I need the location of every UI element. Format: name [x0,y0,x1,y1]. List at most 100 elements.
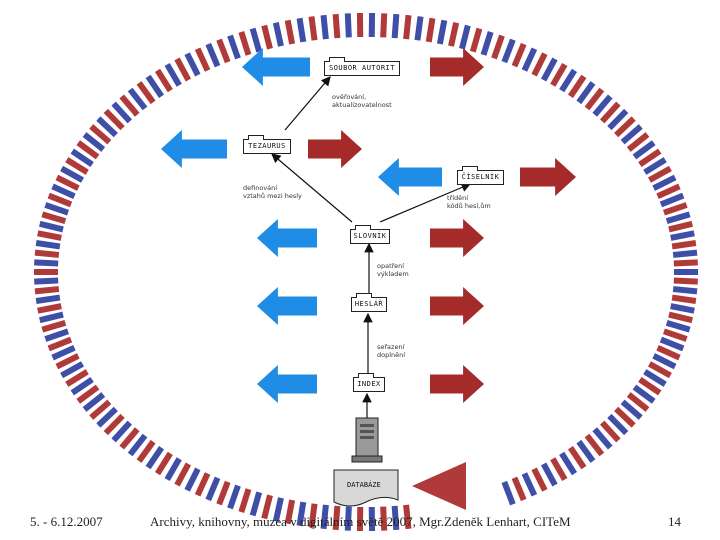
ring-stripe [332,13,341,39]
ring-stripe [194,472,211,497]
ring-stripe [662,328,688,342]
box-tezaurus-label: TEZAURUS [248,142,286,150]
ring-stripe [656,345,681,361]
red-arrow [430,219,484,257]
ring-stripe [559,68,578,93]
ring-stripe [47,192,73,208]
ring-stripe [550,457,568,481]
ring-stripe [34,249,60,258]
ring-stripe [614,116,636,138]
footer-date: 5. - 6.12.2007 [30,514,103,529]
ring-stripe [70,148,94,167]
ring-stripe [344,13,352,38]
box-index: INDEX [353,373,385,392]
ring-stripe [576,81,596,105]
ring-stripe [368,506,376,532]
ring-stripe [60,361,85,379]
ring-stripe [261,24,273,50]
ring-stripe [89,399,112,420]
ring-stripe [60,165,85,183]
blue-arrow [257,219,317,257]
ring-stripe [662,202,688,216]
ring-stripe [670,303,695,314]
ring-stripe [391,505,400,531]
box-slovnik: SLOVNÍK [350,225,390,244]
ring-stripe [592,94,613,117]
ring-stripe [659,192,685,208]
ring-stripe [665,320,691,333]
box-tezaurus: TEZAURUS [243,135,291,154]
ring-stripe [51,345,76,361]
edge-label-line: kódů hesl,ům [447,202,491,210]
ring-stripe [414,16,424,41]
ring-stripe [184,467,201,492]
ring-stripe [332,505,341,531]
edge-label-line: seřazení [377,343,405,351]
ring-stripe [501,38,516,64]
box-databaze-label: DATABÁZE [347,481,381,489]
ring-stripe [174,57,192,82]
blue-arrow [257,365,317,403]
ring-stripe [607,108,629,131]
ring-stripe [174,462,192,487]
ring-stripe [469,27,483,53]
edge-label-line: doplnění [377,351,406,359]
edge-label-line: třídění [447,194,469,202]
ring-stripe [111,101,133,124]
box-ciselnik: ČÍSELNÍK [457,166,504,185]
ring-stripe [37,303,62,314]
edge-label-line: definování [243,184,278,192]
ring-stripe [671,294,697,304]
ring-stripe [249,491,263,517]
ring-stripe [154,451,173,476]
ring-stripe [643,157,667,175]
footer-title: Archivy, knihovny, muzea v digitálním sv… [150,514,571,529]
red-arrow [430,365,484,403]
ring-stripe [380,13,388,38]
ring-stripe [145,74,165,99]
ring-stripe [559,451,578,476]
ring-stripe [194,47,211,72]
ring-stripe [403,14,412,40]
ring-stripe [521,47,538,72]
ring-stripe [119,427,140,450]
ring-stripe [164,63,182,87]
box-slovnik-label: SLOVNÍK [353,232,387,240]
ring-stripe [136,439,156,463]
box-heslar: HESLÁŘ [351,293,387,312]
ring-stripe [34,269,58,275]
ring-stripe [540,57,558,82]
edge-label-serazeni: seřazení doplnění [377,343,405,359]
ring-stripe [584,87,605,111]
ring-stripe [37,230,62,241]
red-arrow [308,130,362,168]
ring-stripe [643,369,667,387]
ring-stripe [41,211,67,224]
ring-stripe [111,420,133,443]
ring-stripe [626,132,650,152]
red-arrow [430,48,484,86]
footer-page-number: 14 [668,514,681,529]
red-arrow [520,158,576,196]
edge-label-line: opatření [377,262,405,270]
ring-stripe [127,433,148,457]
ring-stripe [76,140,100,160]
ring-stripe [511,42,527,68]
ring-stripe [44,328,70,342]
ring-stripe [127,87,148,111]
ring-stripe [638,148,662,167]
ring-stripe [89,124,112,145]
blue-arrow [378,158,442,196]
ring-stripe [614,406,636,428]
ring-stripe [567,445,587,470]
ring-stripe [320,504,329,530]
ring-stripe [620,124,643,145]
ring-stripe [272,497,284,522]
ring-stripe [205,42,221,68]
ring-stripe [34,259,59,267]
ring-stripe [647,361,672,379]
edge-label-overovani: ověřování, aktualizovatelnost [332,93,392,109]
server-icon [351,417,383,463]
ring-stripe [670,230,695,241]
ring-stripe [592,427,613,450]
